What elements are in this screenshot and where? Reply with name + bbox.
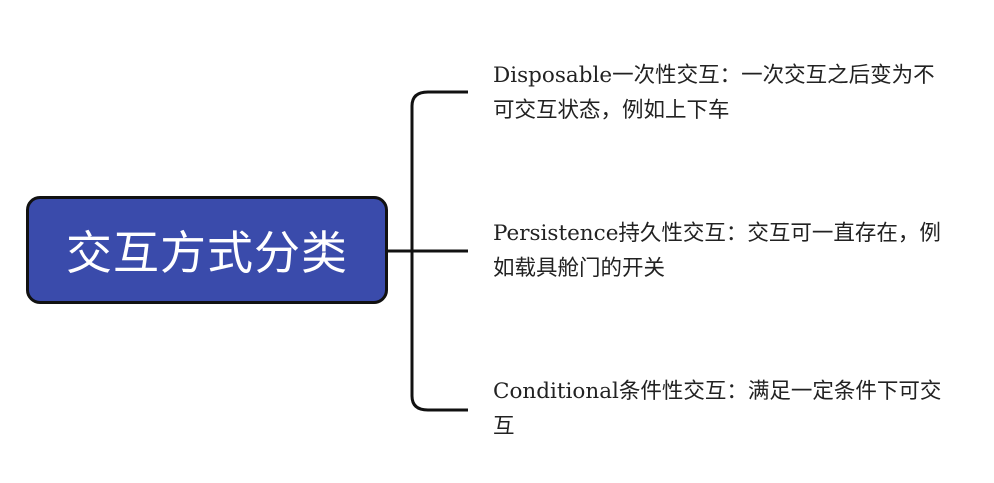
branch-node-conditional[interactable]: Conditional条件性交互：满足一定条件下可交互: [493, 379, 942, 439]
root-node[interactable]: 交互方式分类: [26, 196, 388, 304]
root-node-label: 交互方式分类: [66, 226, 348, 280]
branch-node-disposable[interactable]: Disposable一次性交互：一次交互之后变为不可交互状态，例如上下车: [493, 63, 935, 123]
branch-connector-bottom: [410, 395, 468, 412]
branch-node-persistence[interactable]: Persistence持久性交互：交互可一直存在，例如载具舱门的开关: [493, 221, 941, 281]
branch-connector-top: [410, 90, 468, 107]
